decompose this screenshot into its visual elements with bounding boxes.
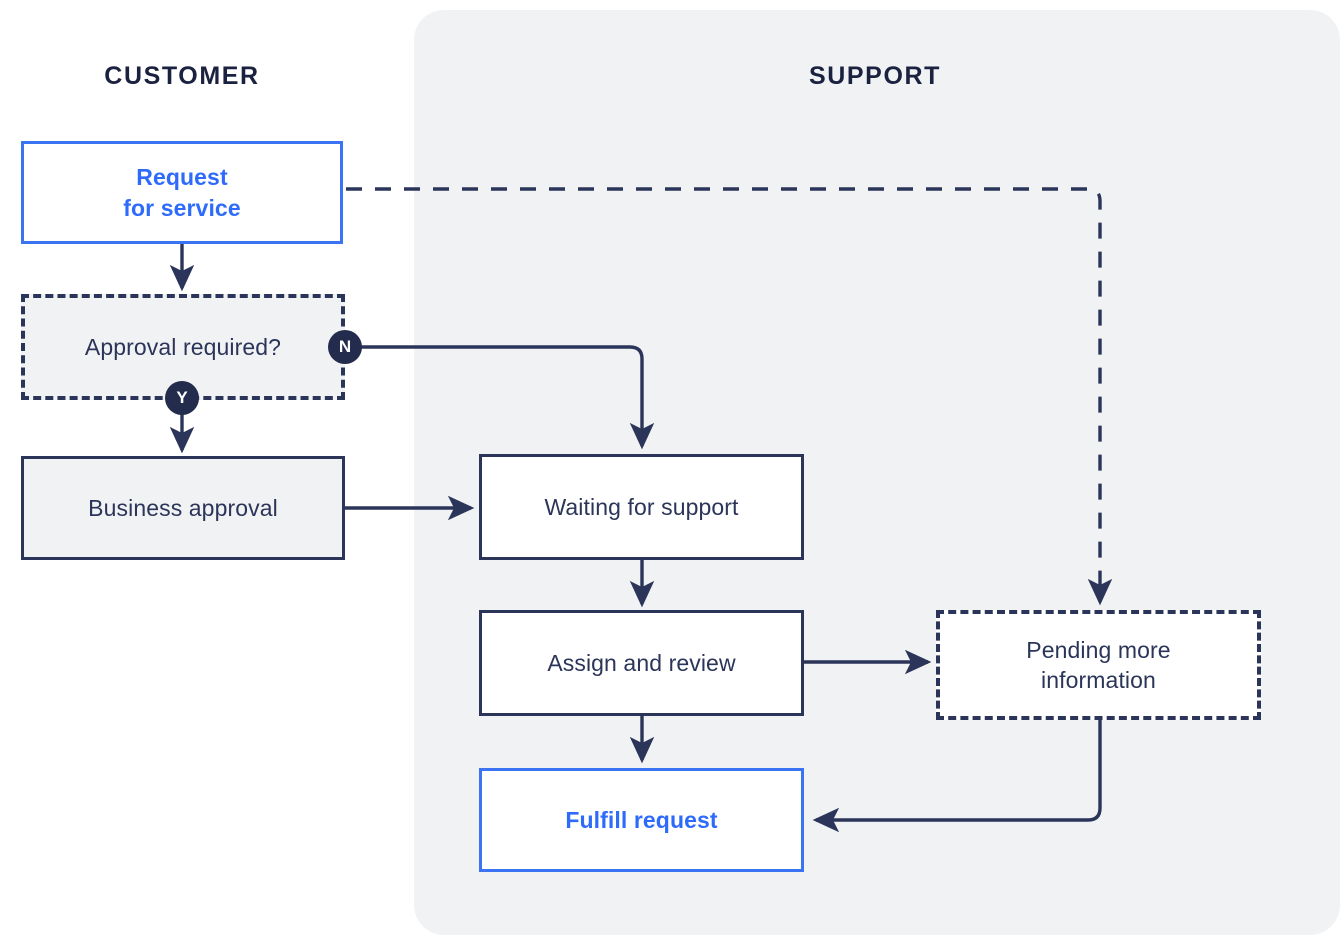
node-fulfill-request[interactable]: Fulfill request [479,768,804,872]
node-label: Approval required? [84,333,282,360]
node-label: Assign and review [547,649,736,676]
node-label-line1: Pending more [1026,636,1171,663]
node-label-line1: Request [136,164,228,191]
node-waiting-for-support[interactable]: Waiting for support [479,454,804,560]
node-label: Fulfill request [565,806,718,833]
node-business-approval[interactable]: Business approval [21,456,345,560]
badge-no-branch[interactable]: N [328,330,362,364]
node-pending-more-information[interactable]: Pending more information [936,610,1261,720]
node-label: Business approval [88,494,278,521]
node-label-line2: for service [123,194,241,221]
badge-label: Y [176,388,188,407]
badge-label: N [338,337,352,356]
node-label: Request for service [123,162,240,223]
node-label-line2: information [1041,667,1156,693]
node-label: Waiting for support [544,493,739,520]
badge-yes-branch[interactable]: Y [165,381,199,415]
lane-title-customer: CUSTOMER [104,62,260,90]
lane-title-support: SUPPORT [808,62,942,90]
node-assign-and-review[interactable]: Assign and review [479,610,804,716]
node-label: Pending more information [1026,635,1170,696]
node-request-for-service[interactable]: Request for service [21,141,343,244]
